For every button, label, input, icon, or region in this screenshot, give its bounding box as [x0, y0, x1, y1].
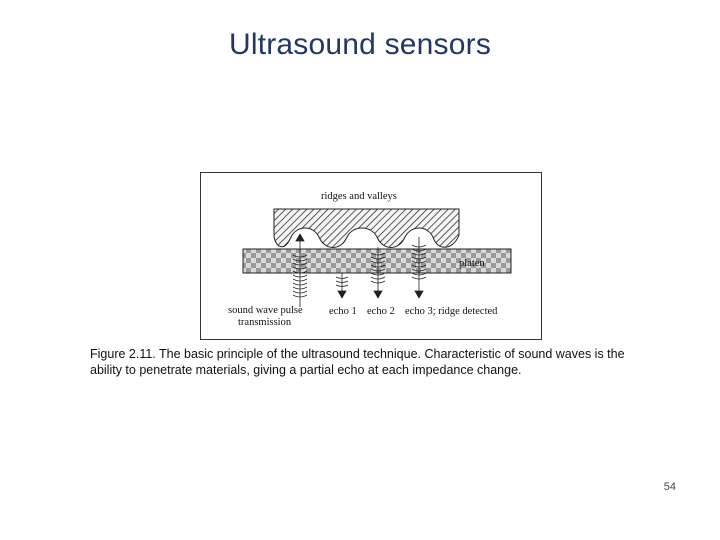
- page-number: 54: [663, 481, 676, 493]
- echo-3-label: echo 3; ridge detected: [405, 306, 498, 317]
- echo-1-label: echo 1: [329, 306, 357, 317]
- transmission-label: transmission: [238, 317, 292, 328]
- echo-2-wave: [370, 247, 386, 299]
- figure-caption: Figure 2.11. The basic principle of the …: [90, 347, 625, 377]
- sound-wave-pulse-label: sound wave pulse: [228, 305, 303, 316]
- ridges-and-valleys-label: ridges and valleys: [321, 191, 397, 202]
- echo-2-label: echo 2: [367, 306, 395, 317]
- finger-ridges-shape: [273, 208, 460, 248]
- platen-label: platen: [459, 258, 485, 269]
- ultrasound-diagram: ridges and valleys platen sound wave pul…: [200, 172, 542, 340]
- slide-title: Ultrasound sensors: [228, 28, 492, 61]
- echo-1-wave: [335, 273, 349, 299]
- echo-3-wave: [411, 237, 427, 299]
- platen-shape: [242, 248, 512, 274]
- transmission-wave: [292, 233, 308, 307]
